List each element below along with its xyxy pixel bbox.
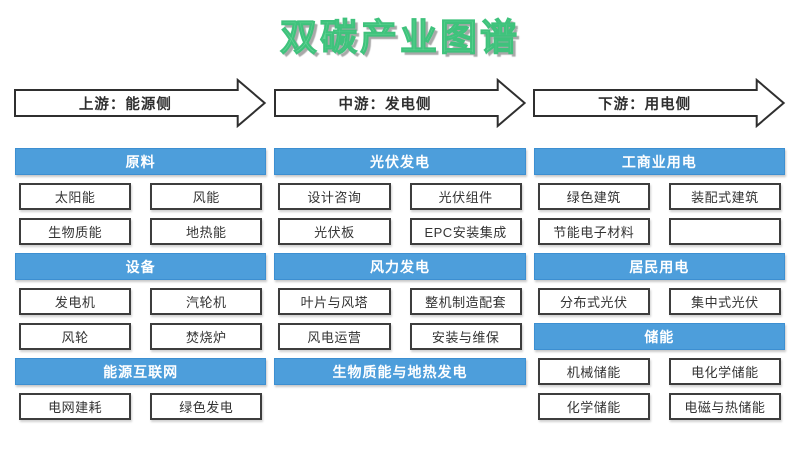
item-box: 地热能 (150, 218, 263, 245)
column-upstream-energy-side: 原料太阳能风能生物质能地热能设备发电机汽轮机风轮焚烧炉能源互联网电网建耗绿色发电 (15, 148, 267, 428)
item-row: 设计咨询光伏组件 (274, 183, 525, 210)
section-header: 工商业用电 (533, 148, 785, 175)
flow-arrow-downstream: 下游：用电侧 (533, 78, 786, 128)
item-box: 光伏组件 (409, 183, 522, 210)
item-box: 装配式建筑 (668, 183, 781, 210)
flow-arrow-label: 下游：用电侧 (598, 96, 692, 113)
item-row: 光伏板 EPC安装集成 (274, 218, 525, 245)
item-box: 电网建耗 (19, 393, 132, 420)
item-box (668, 218, 781, 245)
item-box: 机械储能 (537, 358, 650, 385)
section-header: 居民用电 (533, 253, 785, 280)
section-header: 光伏发电 (274, 148, 526, 175)
section-header: 能源互联网 (15, 358, 267, 385)
item-box: 风能 (150, 183, 263, 210)
section-header: 原料 (15, 148, 267, 175)
item-box: EPC安装集成 (409, 218, 522, 245)
section-header: 设备 (15, 253, 267, 280)
spacer-row (274, 393, 525, 420)
section-header: 风力发电 (274, 253, 526, 280)
item-row: 绿色建筑装配式建筑 (534, 183, 785, 210)
right-arrow-icon (273, 78, 526, 128)
item-box: 整机制造配套 (409, 288, 522, 315)
item-row: 电网建耗绿色发电 (15, 393, 266, 420)
page-title: 双碳产业图谱 (280, 17, 520, 59)
item-row: 机械储能电化学储能 (534, 358, 785, 385)
item-row: 生物质能地热能 (15, 218, 266, 245)
column-downstream-consumption-side: 工商业用电绿色建筑装配式建筑节能电子材料居民用电分布式光伏集中式光伏储能机械储能… (533, 148, 785, 428)
item-box: 发电机 (19, 288, 132, 315)
item-box: 叶片与风塔 (278, 288, 391, 315)
industry-map-grid: 原料太阳能风能生物质能地热能设备发电机汽轮机风轮焚烧炉能源互联网电网建耗绿色发电… (0, 148, 800, 428)
section-header: 储能 (533, 323, 785, 350)
flow-arrow-label: 上游：能源侧 (78, 96, 172, 113)
item-row: 节能电子材料 (534, 218, 785, 245)
item-box: 风电运营 (278, 323, 391, 350)
item-box: 生物质能 (19, 218, 132, 245)
item-box: 焚烧炉 (150, 323, 263, 350)
section-header: 生物质能与地热发电 (274, 358, 526, 385)
flow-arrow-row: 上游：能源侧 中游：发电侧 下游：用电侧 (0, 78, 800, 128)
item-box: 节能电子材料 (537, 218, 650, 245)
right-arrow-icon (14, 78, 267, 128)
flow-arrow-midstream: 中游：发电侧 (273, 78, 527, 128)
item-box: 风轮 (19, 323, 132, 350)
item-box: 分布式光伏 (537, 288, 650, 315)
item-row: 风轮焚烧炉 (15, 323, 266, 350)
item-row: 分布式光伏集中式光伏 (534, 288, 785, 315)
item-box: 绿色建筑 (537, 183, 650, 210)
item-box: 汽轮机 (150, 288, 263, 315)
flow-arrow-upstream: 上游：能源侧 (14, 78, 267, 128)
item-box: 光伏板 (278, 218, 391, 245)
item-box: 电磁与热储能 (668, 393, 781, 420)
flow-arrow-label: 中游：发电侧 (338, 96, 432, 113)
item-row: 叶片与风塔整机制造配套 (274, 288, 525, 315)
right-arrow-icon (533, 78, 786, 128)
item-box: 化学储能 (537, 393, 650, 420)
item-box: 绿色发电 (150, 393, 263, 420)
item-box: 设计咨询 (278, 183, 391, 210)
item-box: 电化学储能 (668, 358, 781, 385)
item-row: 太阳能风能 (15, 183, 266, 210)
item-box: 集中式光伏 (668, 288, 781, 315)
item-box: 安装与维保 (409, 323, 522, 350)
item-row: 化学储能电磁与热储能 (534, 393, 785, 420)
item-row: 风电运营安装与维保 (274, 323, 525, 350)
item-box: 太阳能 (19, 183, 132, 210)
item-row: 发电机汽轮机 (15, 288, 266, 315)
